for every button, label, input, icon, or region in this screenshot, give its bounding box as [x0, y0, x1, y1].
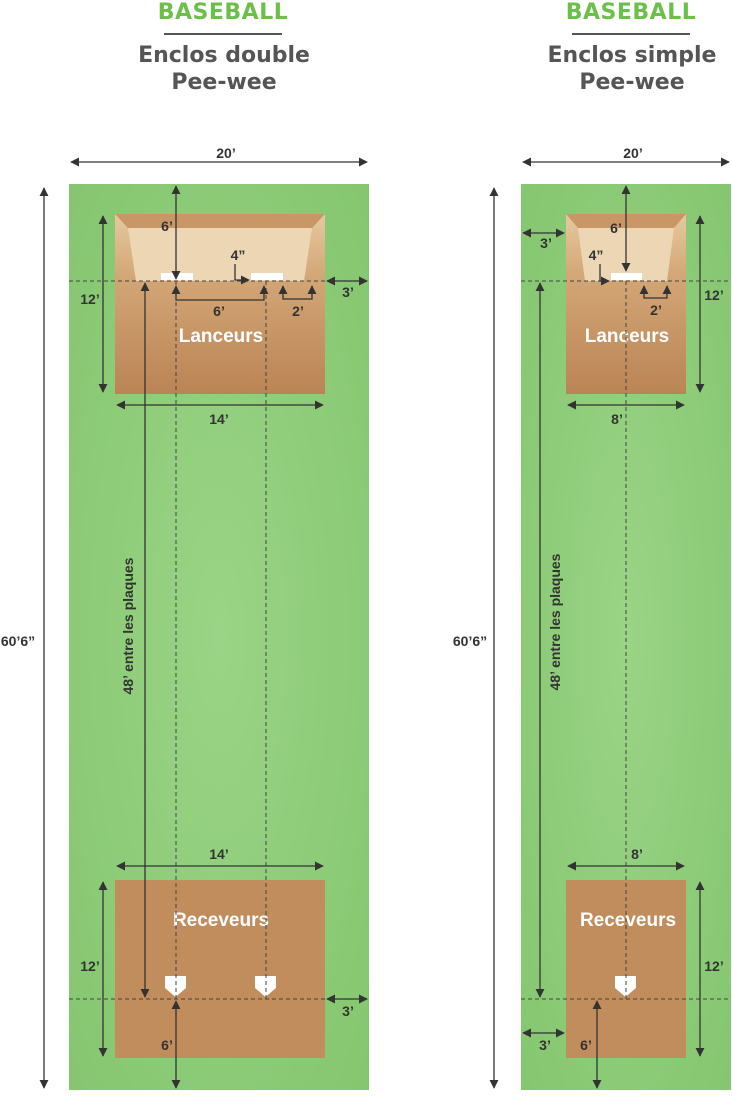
left-sport-label: BASEBALL: [157, 0, 289, 25]
left-pitching-rubber-1: [161, 273, 193, 280]
right-plate-offset-label: 6’: [580, 1037, 592, 1053]
left-sport-underline: [164, 33, 282, 35]
left-catch-width-label: 14’: [209, 846, 228, 862]
right-title-line2: Pee-wee: [579, 70, 685, 95]
left-pitch-width-label: 14’: [209, 411, 228, 427]
right-pitch-width-label: 8’: [611, 411, 623, 427]
right-pitch-depth-label: 12’: [704, 287, 723, 303]
left-mound-bevel: [115, 214, 325, 228]
left-rubber-gap-label: 4”: [231, 247, 246, 263]
left-title-line1: Enclos double: [138, 43, 310, 68]
left-catch-zone-label: Receveurs: [173, 910, 269, 931]
right-rubber-offset-label: 6’: [610, 220, 622, 236]
left-mound-top: [128, 228, 312, 281]
left-width-label: 20’: [216, 145, 235, 161]
right-between-plates-label: 48’ entre les plaques: [547, 553, 563, 690]
left-length-label: 60’6”: [1, 633, 35, 649]
left-home-plate-2: [255, 976, 276, 997]
left-pitching-rubber-2: [251, 273, 283, 280]
left-between-plates-label: 48’ entre les plaques: [120, 557, 136, 694]
left-title-line2: Pee-wee: [171, 70, 277, 95]
right-catch-width-label: 8’: [631, 846, 643, 862]
left-catch-dirt: [115, 880, 325, 1058]
right-dimensions: [489, 157, 730, 1089]
left-home-plate-1: [165, 976, 186, 997]
left-catch-depth-label: 12’: [80, 958, 99, 974]
left-rubber-offset-label: 6’: [161, 218, 173, 234]
left-title: Enclos double Pee-wee: [74, 42, 374, 96]
left-dimensions: [39, 157, 368, 1089]
right-pitch-zone-label: Lanceurs: [585, 326, 669, 347]
left-clearance-top-label: 3’: [342, 284, 354, 300]
right-title-line1: Enclos simple: [547, 43, 717, 68]
right-title: Enclos simple Pee-wee: [482, 42, 732, 96]
left-clearance-bottom-label: 3’: [342, 1003, 354, 1019]
left-rubber-side-label: 2’: [292, 303, 304, 319]
right-clearance-bottom-label: 3’: [539, 1037, 551, 1053]
right-pitching-rubber: [611, 273, 642, 280]
right-clearance-top-label: 3’: [540, 235, 552, 251]
left-plate-offset-label: 6’: [161, 1037, 173, 1053]
right-sport-label: BASEBALL: [565, 0, 697, 25]
right-width-label: 20’: [623, 145, 642, 161]
right-rubber-gap-label: 4”: [589, 247, 604, 263]
right-catch-zone-label: Receveurs: [580, 910, 676, 931]
left-pitch-depth-label: 12’: [80, 291, 99, 307]
left-rubber-spacing-label: 6’: [213, 303, 225, 319]
right-length-label: 60’6”: [453, 633, 487, 649]
right-sport-underline: [572, 33, 690, 35]
right-rubber-side-label: 2’: [650, 302, 662, 318]
right-home-plate: [615, 976, 636, 997]
right-dimension-labels: 20’ 60’6” 12’ 8’ 8’ 12’ 6’ 4” 2’ 3’ 3’ 6…: [453, 145, 724, 1053]
left-field: Lanceurs Receveurs: [1, 145, 369, 1090]
left-catch-zone: Receveurs: [115, 880, 325, 1058]
right-field: Lanceurs Receveurs: [453, 145, 731, 1090]
left-pitch-zone: Lanceurs: [115, 214, 325, 394]
left-pitch-zone-label: Lanceurs: [179, 326, 263, 347]
left-dimension-labels: 20’ 60’6” 12’ 14’ 14’ 12’ 6’ 4” 6’ 2’ 3’…: [1, 145, 354, 1053]
right-catch-depth-label: 12’: [704, 958, 723, 974]
